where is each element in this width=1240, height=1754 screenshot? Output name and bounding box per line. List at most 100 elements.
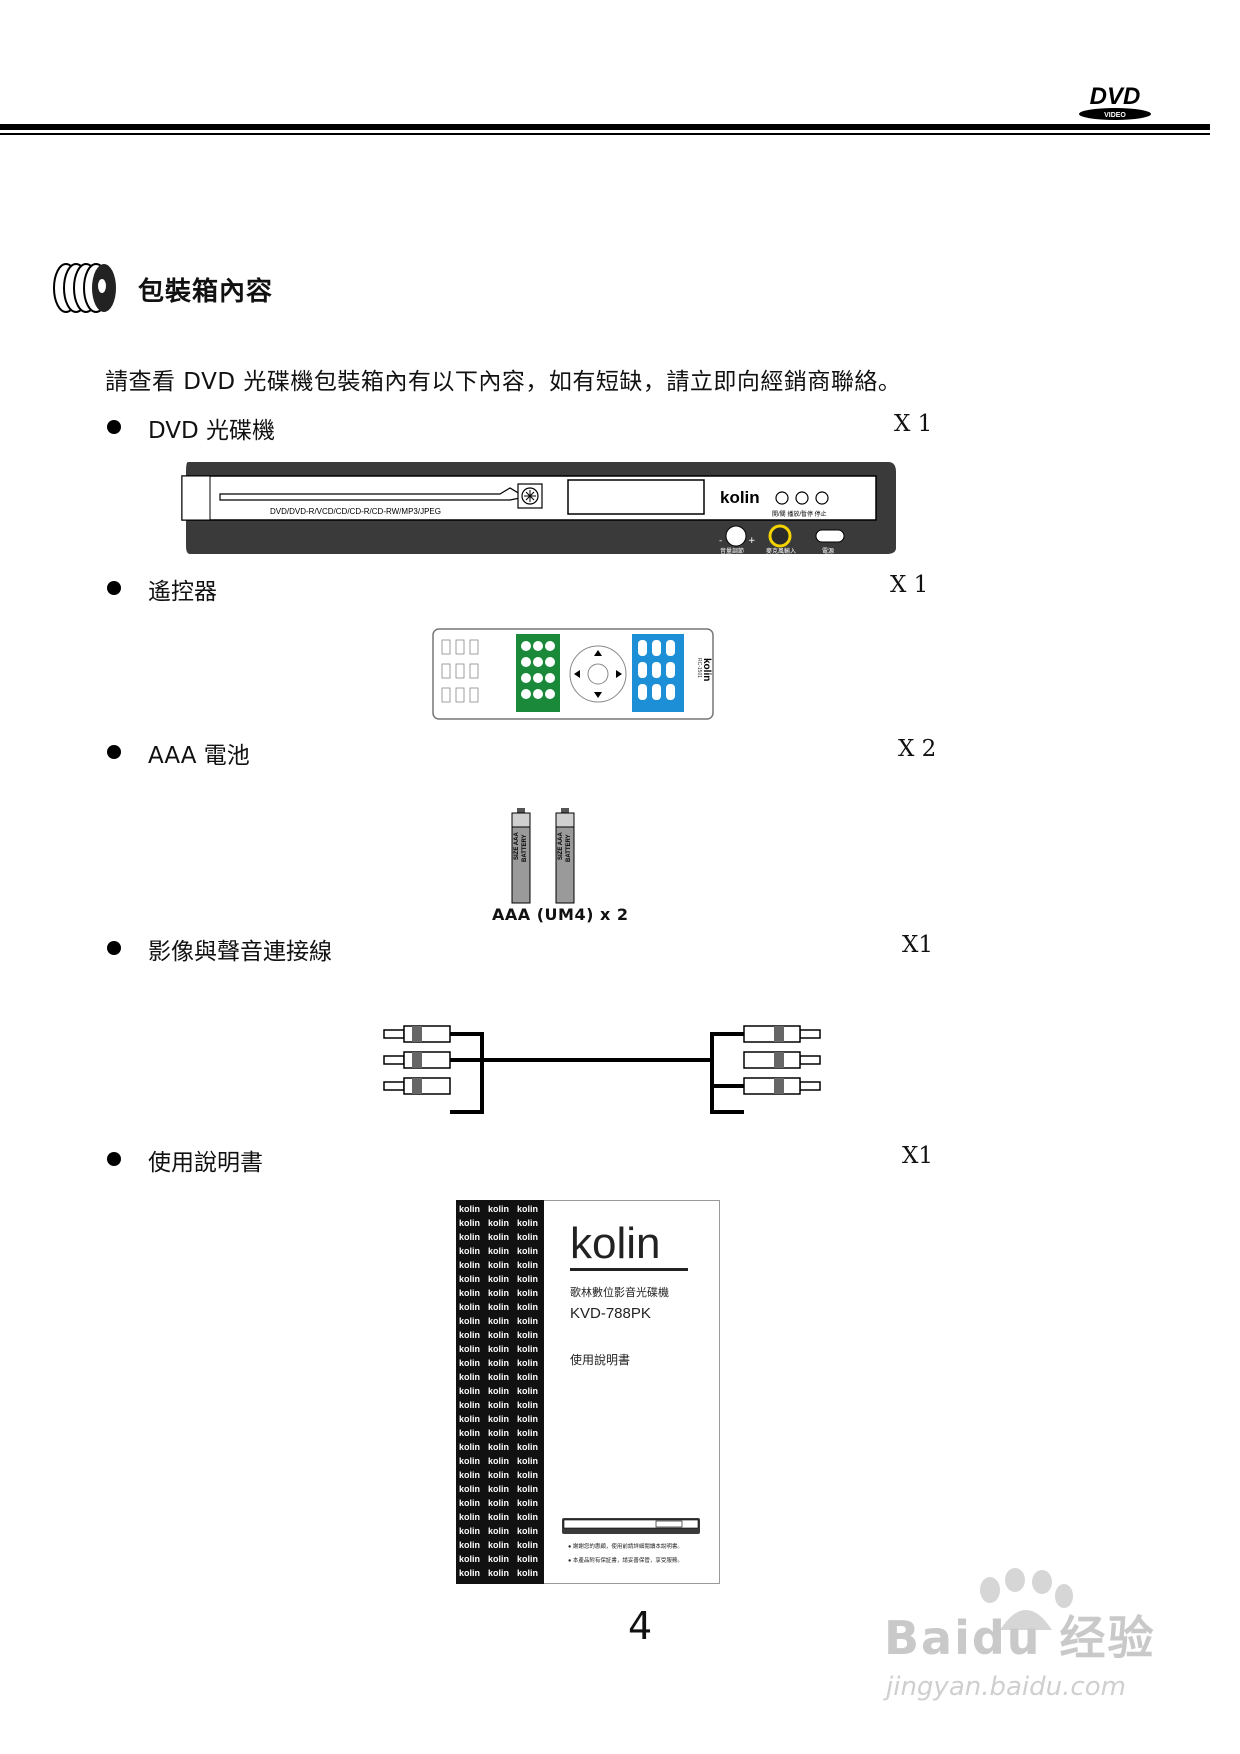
manual-brand-stripe: kolin [517, 1428, 538, 1438]
section-title: 包裝箱內容 [138, 277, 274, 307]
manual-brand-stripe: kolin [459, 1456, 480, 1466]
manual-brand-stripe: kolin [517, 1442, 538, 1452]
manual-brand-stripe: kolin [517, 1540, 538, 1550]
manual-brand-stripe: kolin [517, 1484, 538, 1494]
battery-label-line1: SIZE AAA [514, 832, 520, 860]
manual-brand-stripe: kolin [517, 1218, 538, 1228]
manual-player-thumbnail [562, 1518, 700, 1534]
manual-brand-stripe: kolin [488, 1414, 509, 1424]
manual-brand-stripe: kolin [488, 1568, 509, 1578]
manual-brand-stripe: kolin [517, 1526, 538, 1536]
item-label-dvd-player: DVD 光碟機 [148, 418, 276, 444]
watermark-text: Baidu 经验 [884, 1611, 1156, 1665]
intro-text: 請查看 DVD 光碟機包裝箱內有以下內容，如有短缺，請立即向經銷商聯絡。 [105, 369, 902, 395]
manual-brand-stripe: kolin [517, 1470, 538, 1480]
dvd-video-logo: DVD VIDEO [1079, 83, 1151, 120]
manual-brand-stripe: kolin [488, 1246, 509, 1256]
manual-brand-stripe: kolin [459, 1400, 480, 1410]
mic-input-label: 麥克風輸入 [766, 547, 796, 555]
manual-brand-stripe: kolin [488, 1372, 509, 1382]
manual-brand-stripe: kolin [517, 1498, 538, 1508]
disc-stack-icon [53, 263, 116, 313]
bullet [107, 581, 121, 595]
manual-brand-stripe: kolin [517, 1554, 538, 1564]
manual-brand-stripe: kolin [459, 1414, 480, 1424]
manual-cover-illustration: kolin kolin kolin kolin kolin kolin kolin kolin… [456, 1200, 720, 1584]
manual-brand-stripe: kolin [459, 1316, 480, 1326]
manual-brand-stripe: kolin [488, 1540, 509, 1550]
manual-brand-stripe: kolin [517, 1358, 538, 1368]
manual-brand-stripe: kolin [517, 1456, 538, 1466]
manual-brand-stripe: kolin [488, 1456, 509, 1466]
manual-model: KVD-788PK [570, 1305, 651, 1322]
manual-brand-stripe: kolin [488, 1358, 509, 1368]
manual-brand-stripe: kolin [459, 1526, 480, 1536]
volume-label: 音量調節 [720, 547, 744, 555]
item-qty-av-cable: X1 [902, 932, 934, 958]
manual-brand-stripe: kolin [488, 1400, 509, 1410]
manual-brand-stripe: kolin [459, 1246, 480, 1256]
manual-brand-stripe: kolin [517, 1274, 538, 1284]
item-label-av-cable: 影像與聲音連接線 [148, 939, 332, 965]
header-rule-thin [0, 133, 1210, 135]
manual-brand-stripe: kolin [517, 1372, 538, 1382]
manual-brand-stripe: kolin [517, 1204, 538, 1214]
manual-note-1: ● 謝謝您的惠顧，使用前請詳細閱讀本說明書。 [568, 1542, 683, 1550]
manual-brand-stripe: kolin [459, 1568, 480, 1578]
manual-brand-stripe: kolin [488, 1316, 509, 1326]
manual-brand-stripe: kolin [488, 1428, 509, 1438]
manual-brand-stripe: kolin [459, 1512, 480, 1522]
manual-brand-stripe: kolin [459, 1372, 480, 1382]
manual-brand-stripe: kolin [488, 1526, 509, 1536]
remote-brand: kolin [701, 658, 712, 681]
manual-brand-stripe: kolin [488, 1484, 509, 1494]
battery-label-line2: BATTERY [522, 834, 528, 862]
item-qty-battery: X 2 [898, 736, 937, 762]
manual-brand-stripe: kolin [459, 1386, 480, 1396]
manual-brand-stripe: kolin [517, 1302, 538, 1312]
item-label-remote: 遙控器 [148, 579, 217, 605]
manual-brand: kolin [570, 1219, 661, 1268]
dvd-player-illustration: DVD/DVD-R/VCD/CD/CD-R/CD-RW/MP3/JPEG kol… [181, 462, 896, 555]
manual-brand-stripe: kolin [517, 1330, 538, 1340]
manual-brand-stripe: kolin [488, 1470, 509, 1480]
svg-text:+: + [748, 536, 756, 546]
item-label-battery: AAA 電池 [148, 743, 250, 769]
manual-note-2: ● 本產品附有保証書，請妥善保管，享受服務。 [568, 1556, 683, 1564]
svg-text:-: - [719, 536, 722, 546]
manual-brand-stripe: kolin [517, 1512, 538, 1522]
dvd-logo-text: DVD [1090, 83, 1141, 110]
manual-brand-stripe: kolin [488, 1498, 509, 1508]
manual-brand-stripe: kolin [488, 1274, 509, 1284]
battery-label-line2: BATTERY [566, 834, 572, 862]
manual-brand-stripe: kolin [459, 1428, 480, 1438]
battery-1: SIZE AAA BATTERY [511, 808, 531, 904]
item-label-manual: 使用說明書 [148, 1150, 263, 1176]
manual-brand-stripe: kolin [488, 1218, 509, 1228]
manual-brand-stripe: kolin [488, 1260, 509, 1270]
manual-brand-stripe: kolin [517, 1316, 538, 1326]
remote-model: RC-1501 [696, 658, 702, 678]
item-qty-dvd-player: X 1 [894, 411, 933, 437]
manual-brand-stripe: kolin [517, 1246, 538, 1256]
manual-brand-stripe: kolin [459, 1288, 480, 1298]
manual-brand-stripe: kolin [488, 1330, 509, 1340]
remote-control-illustration: RC-1501 kolin [432, 628, 714, 720]
manual-brand-stripe: kolin [459, 1260, 480, 1270]
power-label: 電源 [822, 547, 834, 555]
manual-brand-stripe: kolin [459, 1218, 480, 1228]
manual-brand-stripe: kolin [459, 1274, 480, 1284]
av-cable-illustration [383, 1025, 821, 1114]
manual-brand-stripe: kolin [517, 1414, 538, 1424]
manual-brand-stripe: kolin [459, 1554, 480, 1564]
bullet [107, 745, 121, 759]
manual-brand-stripe: kolin [488, 1288, 509, 1298]
manual-subtitle: 歌林數位影音光碟機 [570, 1285, 669, 1299]
battery-caption: AAA (UM4) x 2 [492, 905, 629, 924]
manual-brand-stripe: kolin [459, 1484, 480, 1494]
battery-2: SIZE AAA BATTERY [555, 808, 575, 904]
manual-brand-stripe: kolin [488, 1554, 509, 1564]
manual-brand-stripe: kolin [459, 1540, 480, 1550]
page-number: 4 [628, 1604, 653, 1648]
manual-brand-stripe: kolin [459, 1442, 480, 1452]
